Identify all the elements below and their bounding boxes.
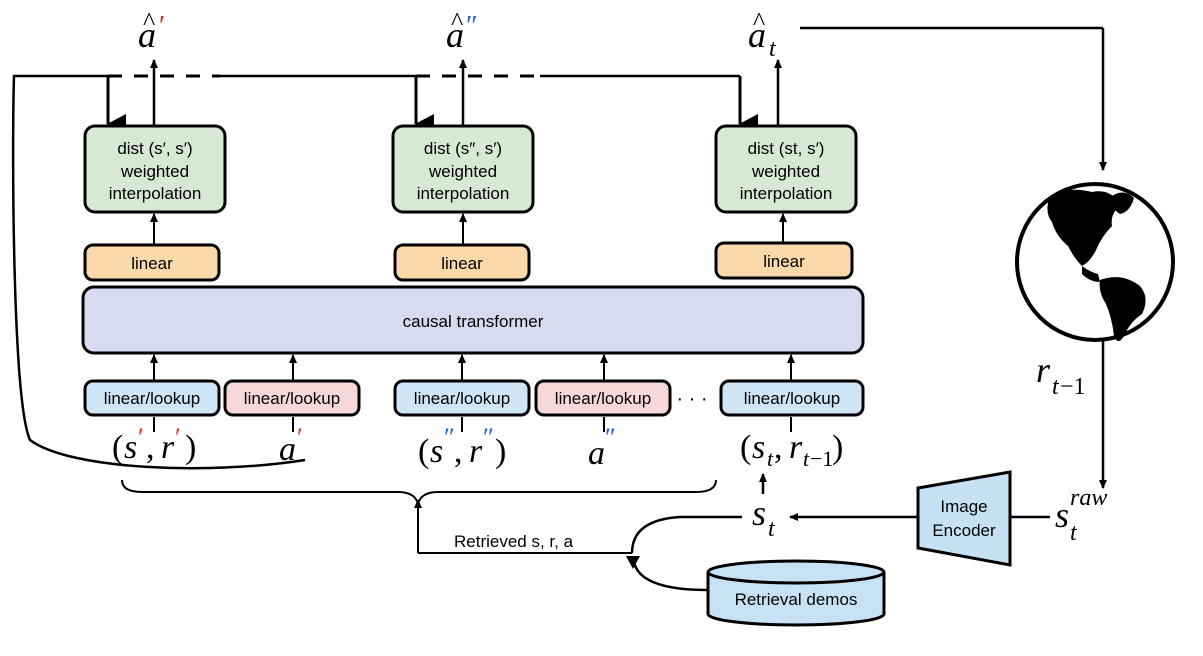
svg-text:s: s bbox=[1055, 495, 1069, 535]
retrieval-to-junction-curve bbox=[632, 561, 709, 592]
linear-label-1: linear bbox=[131, 254, 173, 273]
causal-transformer-box: causal transformer bbox=[81, 285, 865, 355]
lookup-label-1: linear/lookup bbox=[104, 389, 200, 408]
lookup-box-4: linear/lookup bbox=[534, 379, 672, 417]
interp-weighted-1: weighted bbox=[120, 162, 189, 181]
svg-text:a: a bbox=[588, 435, 605, 472]
svg-text:r: r bbox=[1036, 350, 1051, 390]
interp-box-3: dist (st, s′) weighted interpolation bbox=[714, 124, 858, 214]
svg-text:): ) bbox=[832, 429, 843, 466]
junction-arrowhead bbox=[626, 556, 640, 569]
input-s-t-r-t-minus-1: ( s t , r t −1 ) bbox=[740, 429, 843, 471]
svg-text:a: a bbox=[748, 15, 766, 55]
svg-text:raw: raw bbox=[1070, 485, 1107, 511]
interp-interpolation-2: interpolation bbox=[417, 184, 510, 203]
s-t-raw-label: s t raw bbox=[1055, 485, 1107, 546]
retrieved-label: Retrieved s, r, a bbox=[454, 532, 574, 551]
svg-text:s: s bbox=[124, 429, 137, 466]
input-a-double-prime: a ″ bbox=[588, 423, 616, 472]
svg-text:): ) bbox=[185, 429, 196, 466]
lookup-box-3: linear/lookup bbox=[393, 379, 531, 417]
svg-text:′: ′ bbox=[159, 11, 165, 42]
interp-interpolation-1: interpolation bbox=[109, 184, 202, 203]
svg-text:″: ″ bbox=[483, 423, 494, 452]
image-encoder-line2: Encoder bbox=[932, 521, 996, 540]
svg-text:,: , bbox=[774, 429, 783, 466]
interp-weighted-3: weighted bbox=[751, 162, 820, 181]
input-a-prime: a ′ bbox=[279, 423, 303, 468]
causal-transformer-label: causal transformer bbox=[403, 312, 544, 331]
lookup-box-2: linear/lookup bbox=[223, 379, 361, 417]
output-a-hat-prime: a ^ ′ bbox=[138, 7, 165, 55]
retrieval-demos-db: Retrieval demos bbox=[706, 559, 886, 627]
svg-text:a: a bbox=[279, 431, 296, 468]
interp-box-2: dist (s″, s′) weighted interpolation bbox=[391, 124, 535, 214]
svg-text:(: ( bbox=[740, 429, 751, 466]
lookup-box-5: linear/lookup bbox=[719, 379, 865, 417]
svg-text:s: s bbox=[752, 429, 765, 466]
svg-text:t: t bbox=[1052, 374, 1060, 400]
lookup-label-5: linear/lookup bbox=[744, 389, 840, 408]
svg-text:t: t bbox=[1070, 520, 1078, 546]
svg-text:″: ″ bbox=[466, 11, 478, 42]
svg-text:^: ^ bbox=[143, 7, 155, 36]
linear-box-2: linear bbox=[393, 243, 531, 282]
output-a-hat-double-prime: a ^ ″ bbox=[446, 7, 478, 55]
interp-weighted-2: weighted bbox=[428, 162, 497, 181]
svg-text:′: ′ bbox=[175, 423, 181, 452]
lookup-box-1: linear/lookup bbox=[83, 379, 221, 417]
r-t-minus-1-label: r t −1 bbox=[1036, 350, 1086, 400]
svg-text:r: r bbox=[789, 429, 803, 466]
linear-label-3: linear bbox=[763, 252, 805, 271]
svg-text:′: ′ bbox=[297, 423, 303, 452]
svg-text:,: , bbox=[146, 429, 155, 466]
svg-text:^: ^ bbox=[753, 7, 765, 36]
interp-dist-2: dist (s″, s′) bbox=[424, 139, 502, 158]
retrieval-demos-label: Retrieval demos bbox=[735, 590, 858, 609]
output-a-hat-t: a ^ t bbox=[748, 7, 777, 62]
svg-text:^: ^ bbox=[451, 7, 463, 36]
globe-icon bbox=[1015, 182, 1175, 342]
svg-text:−1: −1 bbox=[1060, 374, 1086, 400]
svg-text:,: , bbox=[454, 433, 463, 470]
svg-text:): ) bbox=[495, 433, 506, 470]
lookup-label-3: linear/lookup bbox=[414, 389, 510, 408]
retrieval-feed-line bbox=[11, 74, 306, 470]
svg-text:s: s bbox=[752, 493, 766, 533]
svg-text:a: a bbox=[446, 15, 464, 55]
interp-interpolation-3: interpolation bbox=[740, 184, 833, 203]
svg-text:t: t bbox=[769, 36, 777, 62]
svg-text:s: s bbox=[430, 433, 443, 470]
image-encoder-line1: Image bbox=[940, 497, 987, 516]
input-s-r-double-prime: ( s ″ , r ″ ) bbox=[418, 423, 506, 470]
interp-box-1: dist (s′, s′) weighted interpolation bbox=[83, 124, 227, 214]
s-t-label: s t bbox=[752, 493, 776, 542]
interp-dist-3: dist (st, s′) bbox=[748, 139, 825, 158]
svg-text:″: ″ bbox=[444, 423, 455, 452]
interp-dist-1: dist (s′, s′) bbox=[117, 139, 192, 158]
lookup-label-4: linear/lookup bbox=[555, 389, 651, 408]
svg-text:(: ( bbox=[418, 433, 429, 470]
svg-text:t: t bbox=[768, 516, 776, 542]
s-t-to-retrieval-curve bbox=[630, 515, 742, 554]
svg-text:t: t bbox=[803, 446, 810, 471]
linear-box-1: linear bbox=[83, 243, 221, 282]
svg-text:r: r bbox=[161, 429, 175, 466]
svg-text:r: r bbox=[469, 433, 483, 470]
image-encoder: Image Encoder bbox=[916, 470, 1012, 567]
input-s-r-prime: ( s ′ , r ′ ) bbox=[112, 423, 196, 466]
svg-text:″: ″ bbox=[605, 423, 616, 452]
linear-box-3: linear bbox=[714, 241, 854, 280]
lookup-label-2: linear/lookup bbox=[244, 389, 340, 408]
svg-text:−1: −1 bbox=[810, 446, 833, 471]
svg-text:t: t bbox=[767, 446, 774, 471]
svg-text:a: a bbox=[138, 15, 156, 55]
linear-label-2: linear bbox=[441, 254, 483, 273]
ellipsis: · · · bbox=[676, 388, 707, 410]
svg-text:′: ′ bbox=[138, 423, 144, 452]
svg-text:(: ( bbox=[112, 429, 123, 466]
